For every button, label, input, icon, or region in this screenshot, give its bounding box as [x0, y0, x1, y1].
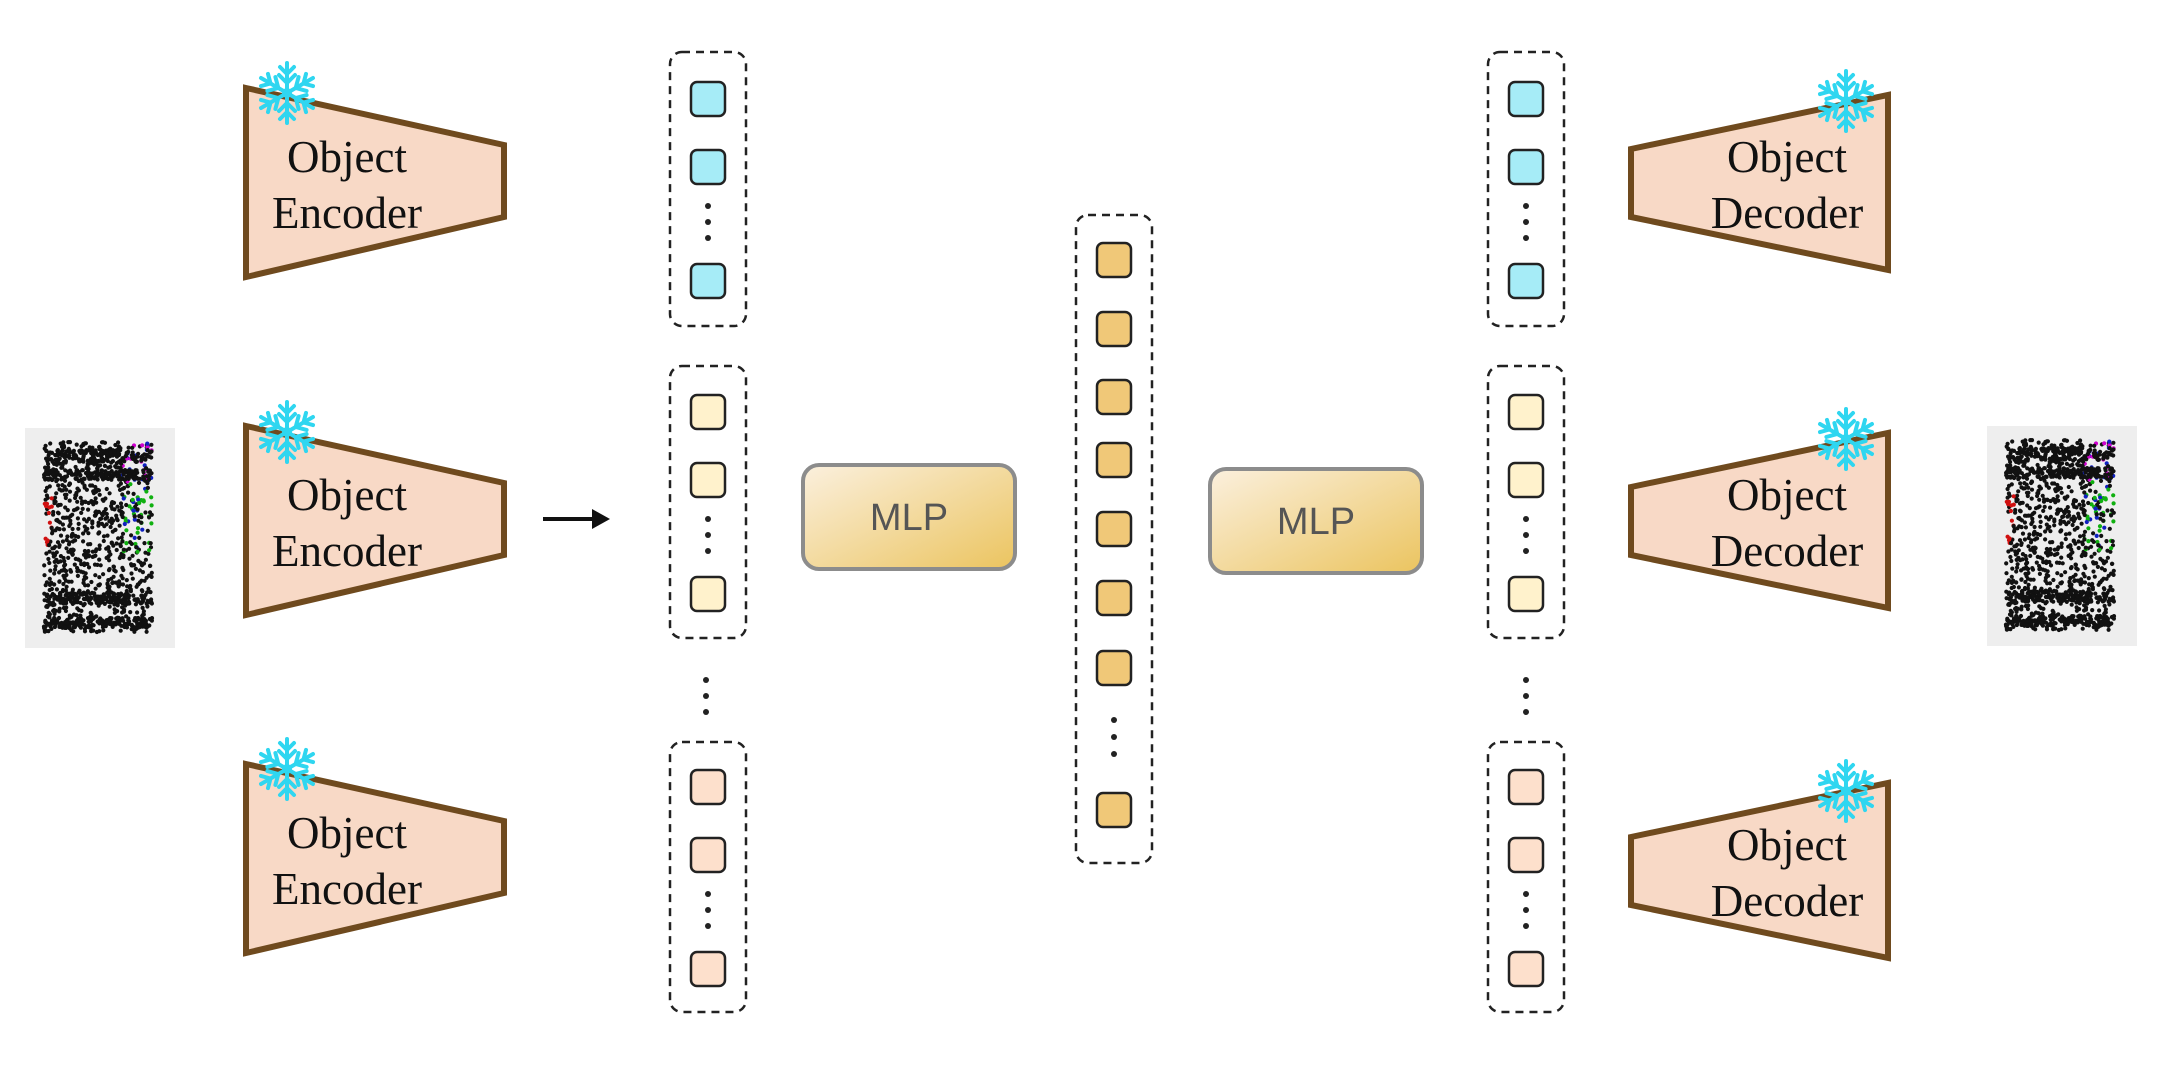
token [1095, 791, 1133, 829]
token-column-encoder-1 [668, 50, 748, 328]
vertical-ellipsis [1523, 677, 1529, 715]
output-point-cloud [1987, 426, 2137, 646]
token [1095, 310, 1133, 348]
token-column-encoder-3 [668, 740, 748, 1014]
vertical-ellipsis [1111, 717, 1117, 757]
object-encoder-1: Object Encoder [243, 63, 507, 281]
encoder-label-line2: Encoder [272, 526, 422, 576]
token [689, 768, 727, 806]
object-encoder-2: Object Encoder [243, 402, 507, 619]
token [1507, 393, 1545, 431]
object-decoder-3: Object Decoder [1628, 761, 1891, 962]
object-encoder-3: Object Encoder [243, 739, 507, 957]
object-decoder-1: Object Decoder [1628, 71, 1891, 274]
token [689, 461, 727, 499]
token [1507, 80, 1545, 118]
token [1095, 510, 1133, 548]
token [1507, 461, 1545, 499]
token [1507, 950, 1545, 988]
vertical-ellipsis [705, 891, 711, 929]
point-cloud-icon [2003, 438, 2117, 633]
token [1507, 836, 1545, 874]
encoder-label-line1: Object [287, 808, 407, 858]
decoder-label-line2: Decoder [1711, 188, 1863, 238]
decoder-label-line1: Object [1727, 470, 1847, 520]
encoder-label-line1: Object [287, 470, 407, 520]
token [1507, 148, 1545, 186]
token [1095, 378, 1133, 416]
input-point-cloud [25, 428, 175, 648]
mlp-block-1: MLP [801, 463, 1017, 571]
decoder-label-line1: Object [1727, 132, 1847, 182]
token [689, 393, 727, 431]
vertical-ellipsis [705, 203, 711, 241]
mlp-block-2: MLP [1208, 467, 1424, 575]
object-decoder-2: Object Decoder [1628, 409, 1891, 612]
token-column-decoder-1 [1486, 50, 1566, 328]
latent-token-column [1074, 213, 1154, 865]
token [689, 262, 727, 300]
token [689, 148, 727, 186]
token [1095, 241, 1133, 279]
token-column-encoder-2 [668, 364, 748, 640]
token [1095, 441, 1133, 479]
mlp-label: MLP [870, 497, 948, 539]
token [1507, 575, 1545, 613]
vertical-ellipsis [1523, 891, 1529, 929]
token [689, 575, 727, 613]
encoder-label-line2: Encoder [272, 188, 422, 238]
token-column-decoder-2 [1486, 364, 1566, 640]
token [689, 80, 727, 118]
mlp-label: MLP [1277, 501, 1355, 543]
token [1507, 262, 1545, 300]
vertical-ellipsis [1523, 516, 1529, 554]
vertical-ellipsis [705, 516, 711, 554]
token [689, 950, 727, 988]
token [1095, 579, 1133, 617]
vertical-ellipsis [703, 677, 709, 715]
decoder-label-line2: Decoder [1711, 526, 1863, 576]
arrow-icon [543, 509, 610, 529]
encoder-label-line1: Object [287, 132, 407, 182]
token [689, 836, 727, 874]
decoder-label-line2: Decoder [1711, 876, 1863, 926]
point-cloud-icon [41, 440, 155, 635]
token [1095, 649, 1133, 687]
encoder-label-line2: Encoder [272, 864, 422, 914]
decoder-label-line1: Object [1727, 820, 1847, 870]
token [1507, 768, 1545, 806]
token-column-decoder-3 [1486, 740, 1566, 1014]
vertical-ellipsis [1523, 203, 1529, 241]
